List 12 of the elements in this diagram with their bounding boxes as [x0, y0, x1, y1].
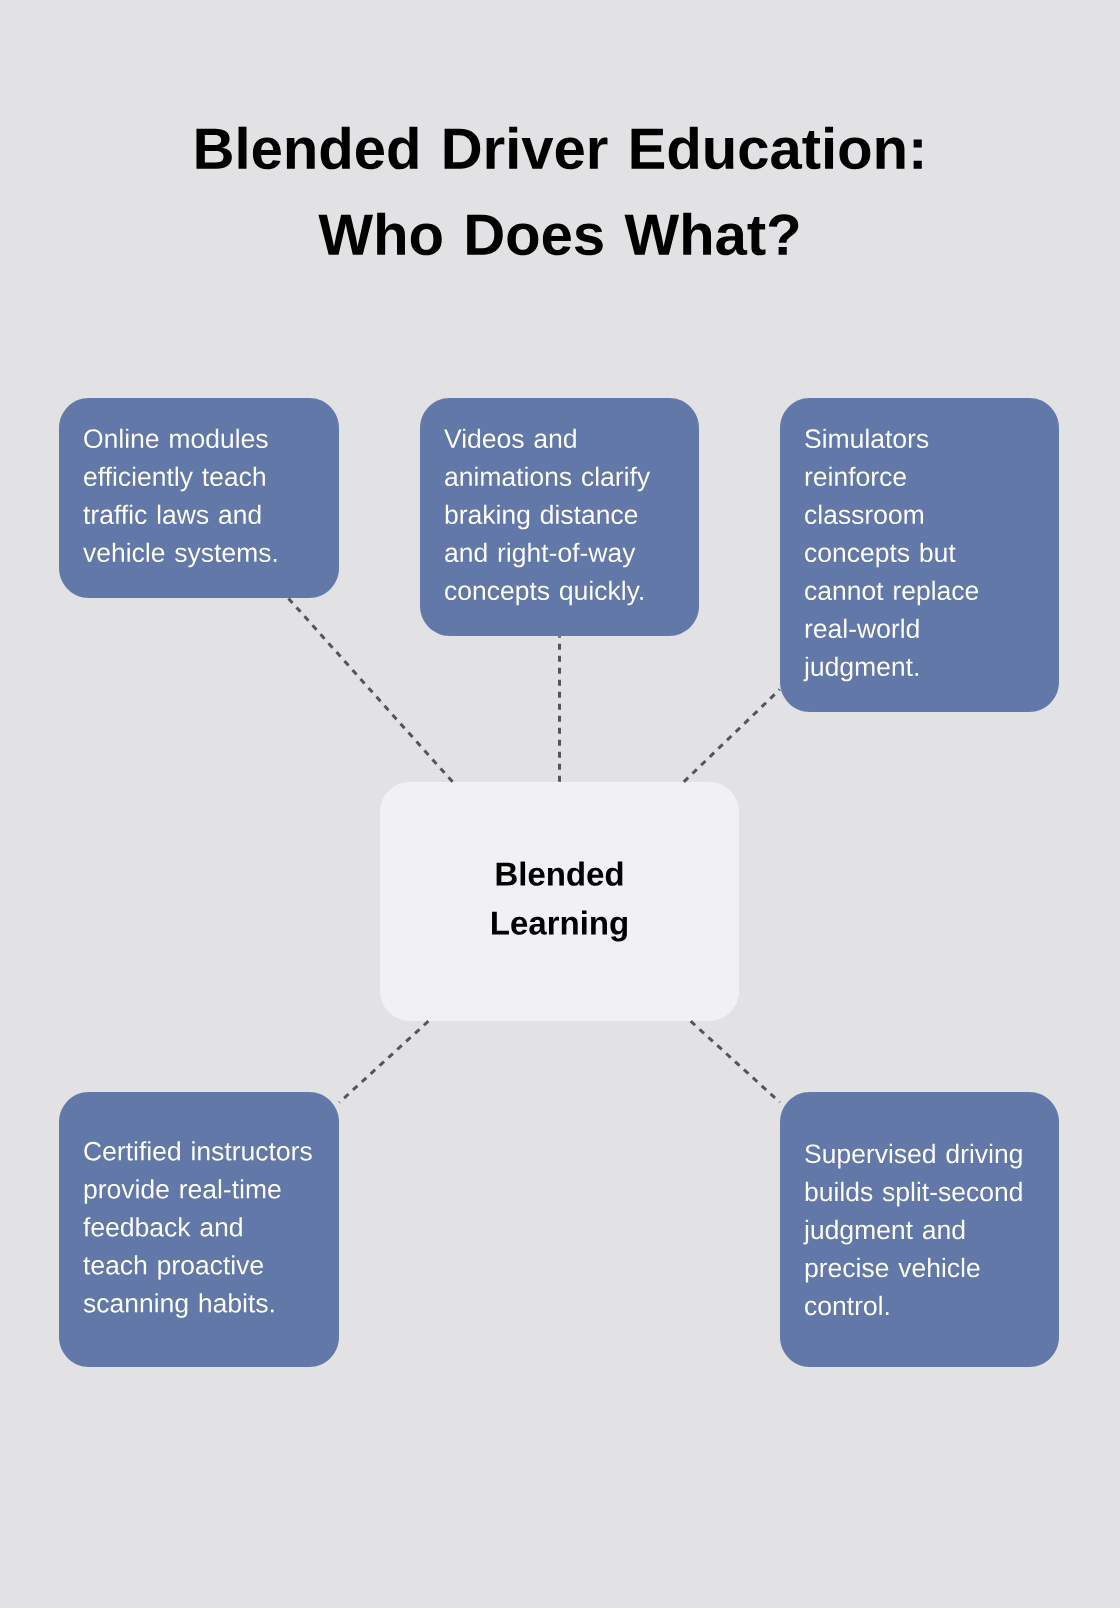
connector-line — [287, 597, 454, 783]
text-box: Certified instructors provide real-time feedback and teach proactive scanning habits. — [59, 1092, 339, 1367]
text-box: Videos and animations clarify braking distance and right-of-way concepts quickly. — [420, 398, 699, 636]
center-box: Blended Learning — [380, 782, 739, 1021]
title: Blended Driver Education: Who Does What? — [196, 126, 922, 256]
text-box: Simulators reinforce classroom concepts but cannot replace real-world judgment. — [780, 398, 1059, 712]
connector-line — [689, 1020, 781, 1104]
connector-line — [682, 688, 781, 783]
connector-line — [558, 636, 561, 782]
text-box: Online modules efficiently teach traffic laws and vehicle systems. — [59, 398, 339, 598]
text-box: Supervised driving builds split-second judgment and precise vehicle control. — [780, 1092, 1059, 1367]
connector-line — [338, 1020, 430, 1104]
